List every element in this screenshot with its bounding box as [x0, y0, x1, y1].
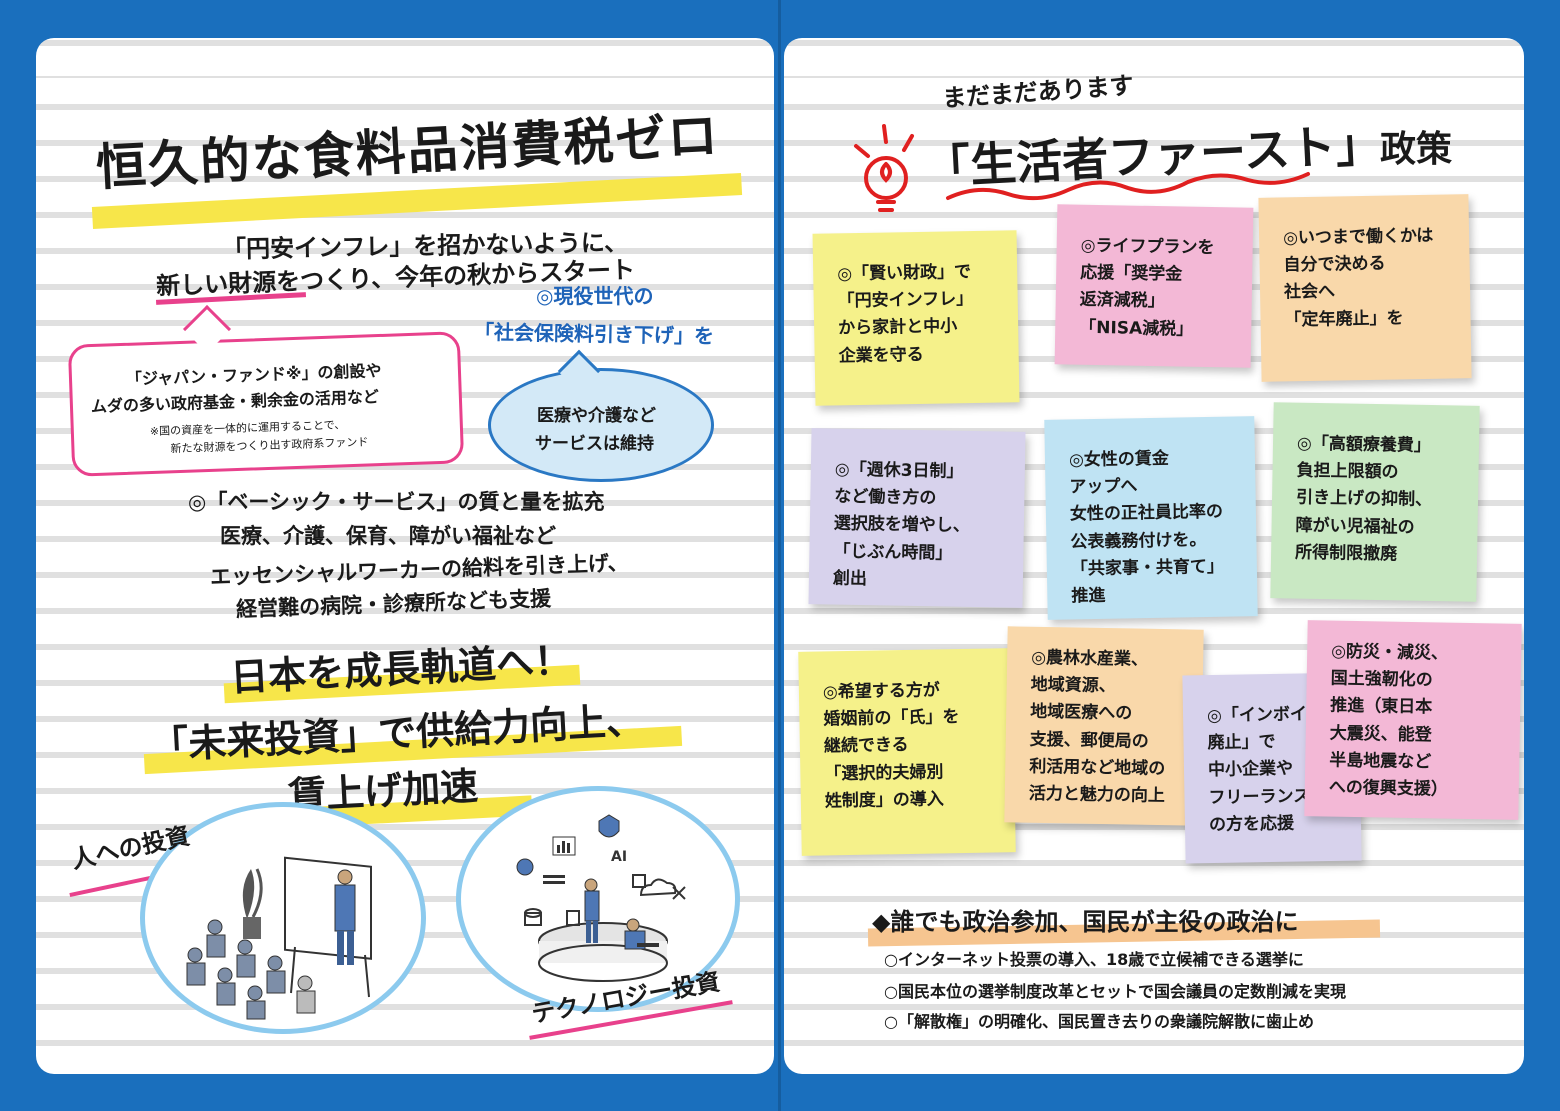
policy-note-line: 支援、郵便局の [1029, 729, 1149, 752]
policy-note-line: 推進（東日本 [1330, 695, 1433, 718]
policy-note-line: ◎「賢い財政」で [837, 262, 972, 285]
politics-item: ○国民本位の選挙制度改革とセットで国会議員の定数削減を実現 [884, 982, 1346, 1001]
policy-note-line: への復興支援） [1328, 777, 1448, 800]
policy-note-line: 負担上限額の [1296, 460, 1399, 483]
spine [778, 0, 781, 1111]
meeting-illustration [186, 856, 372, 1020]
lightbulb-icon [854, 124, 914, 212]
policy-note-line: ◎いつまで働くかは [1282, 225, 1434, 249]
policy-note-line: ◎農林水産業、 [1031, 647, 1149, 670]
policy-note-line: 自分で決める [1283, 253, 1386, 276]
policy-note-line: 創出 [832, 568, 868, 589]
policy-note: ◎「高額療養費」 負担上限額の 引き上げの抑制、 障がい児福祉の 所得制限撤廃 [1270, 402, 1480, 602]
people-investment-circle [140, 802, 426, 1034]
policy-note-line: 「NISA減税」 [1079, 317, 1194, 340]
policy-note-line: 「円安インフレ」 [837, 289, 974, 312]
right-page: まだまだあります 「生活者ファースト」 政策 ◎「賢い財政」で 「円安インフレ」… [784, 38, 1524, 1074]
left-page: 恒久的な食料品消費税ゼロ 「円安インフレ」を招かないように、 新しい財源をつくり… [36, 38, 774, 1074]
generation-heading-2: 「社会保険料引き下げ」を [473, 319, 715, 349]
technology-illustration: AI [516, 814, 686, 982]
policy-note-line: 引き上げの抑制、 [1295, 487, 1433, 511]
services-bubble: 医療や介護など サービスは維持 [488, 368, 714, 482]
policy-note-line: ◎「高額療養費」 [1296, 433, 1432, 456]
policy-note: ◎「週休3日制」 など働き方の 選択肢を増やし、 「じぶん時間」 創出 [808, 428, 1026, 608]
tech-ai-text: AI [611, 849, 627, 865]
policy-note-line: 地域資源、 [1030, 674, 1116, 697]
politics-heading: ◆誰でも政治参加、国民が主役の政治に [872, 908, 1299, 936]
policy-note-line: 女性の正社員比率の [1069, 502, 1224, 525]
politics-item: ○「解散権」の明確化、国民置き去りの衆議院解散に歯止め [884, 1012, 1314, 1031]
policy-note: ◎希望する方が 婚姻前の「氏」を 継続できる 「選択的夫婦別 姓制度」の導入 [798, 648, 1016, 856]
policy-note-line: 選択肢を増やし、 [833, 513, 971, 537]
policy-note-line: ◎防災・減災、 [1331, 641, 1449, 664]
policy-note-line: 国土強靭化の [1330, 668, 1433, 691]
policy-note-line: 継続できる [823, 735, 909, 757]
fund-bubble: 「ジャパン・ファンド※」の創設や ムダの多い政府基金・剰余金の活用など ※国の資… [67, 331, 465, 477]
policy-note-line: 半島地震など [1329, 750, 1432, 773]
policy-note: ◎農林水産業、 地域資源、 地域医療への 支援、郵便局の 利活用など地域の 活力… [1004, 626, 1204, 826]
policy-note-line: 活力と魅力の向上 [1028, 783, 1165, 807]
services-line-2: サービスは維持 [535, 434, 654, 454]
policy-note: ◎ライフプランを 応援「奨学金 返済減税」 「NISA減税」 [1054, 204, 1254, 368]
policy-note-line: 返済減税」 [1079, 290, 1165, 312]
policy-note-line: アップへ [1069, 476, 1138, 498]
policy-note-line: 推進 [1071, 585, 1106, 607]
policy-note-line: 「定年廃止」を [1284, 307, 1404, 330]
policy-note-line: 障がい児福祉の [1295, 515, 1415, 538]
policy-note-line: 地域医療への [1030, 702, 1133, 724]
policy-note-line: 「選択的夫婦別 [824, 761, 944, 785]
policy-note-line: 「じぶん時間」 [833, 541, 953, 564]
basic-services-2: 医療、介護、保育、障がい福祉など [220, 524, 556, 548]
policy-note: ◎防災・減災、 国土強靭化の 推進（東日本 大震災、能登 半島地震など への復興… [1304, 620, 1522, 820]
policy-note-line: ◎女性の賃金 [1068, 448, 1169, 471]
services-line-1: 医療や介護など [537, 406, 656, 426]
policy-note-line: から家計と中小 [838, 316, 958, 339]
policy-note-line: ◎ライフプランを [1080, 235, 1215, 259]
policy-note-line: ◎希望する方が [822, 680, 940, 703]
policy-note-line: 婚姻前の「氏」を [823, 707, 960, 730]
generation-heading-1: ◎現役世代の [536, 284, 654, 308]
policy-note-line: 姓制度」の導入 [824, 789, 945, 812]
policy-note-line: ◎「週休3日制」 [834, 459, 964, 482]
policy-note-line: 大震災、能登 [1329, 723, 1432, 745]
policy-note-line: 社会へ [1283, 281, 1336, 303]
policy-note: ◎女性の賃金 アップへ 女性の正社員比率の 公表義務付けを。 「共家事・共育て」… [1044, 416, 1258, 620]
policy-note-line: 「共家事・共育て」 [1070, 556, 1225, 580]
basic-services-1: ◎「ベーシック・サービス」の質と量を拡充 [188, 490, 605, 514]
title-underline [946, 172, 1310, 201]
right-title-suffix: 政策 [1380, 129, 1453, 170]
policy-note: ◎いつまで働くかは 自分で決める 社会へ 「定年廃止」を [1258, 194, 1472, 382]
policy-note-line: 企業を守る [838, 344, 924, 366]
policy-note-line: 公表義務付けを。 [1070, 529, 1207, 552]
policy-note: ◎「賢い財政」で 「円安インフレ」 から家計と中小 企業を守る [812, 230, 1020, 406]
policy-note-line: など働き方の [834, 486, 937, 509]
policy-note-line: 応援「奨学金 [1080, 262, 1183, 285]
tech-investment-circle: AI [456, 786, 740, 1012]
policy-note-line: 利活用など地域の [1029, 756, 1166, 779]
politics-item: ○インターネット投票の導入、18歳で立候補できる選挙に [884, 950, 1304, 969]
policy-note-line: 所得制限撤廃 [1294, 542, 1398, 565]
